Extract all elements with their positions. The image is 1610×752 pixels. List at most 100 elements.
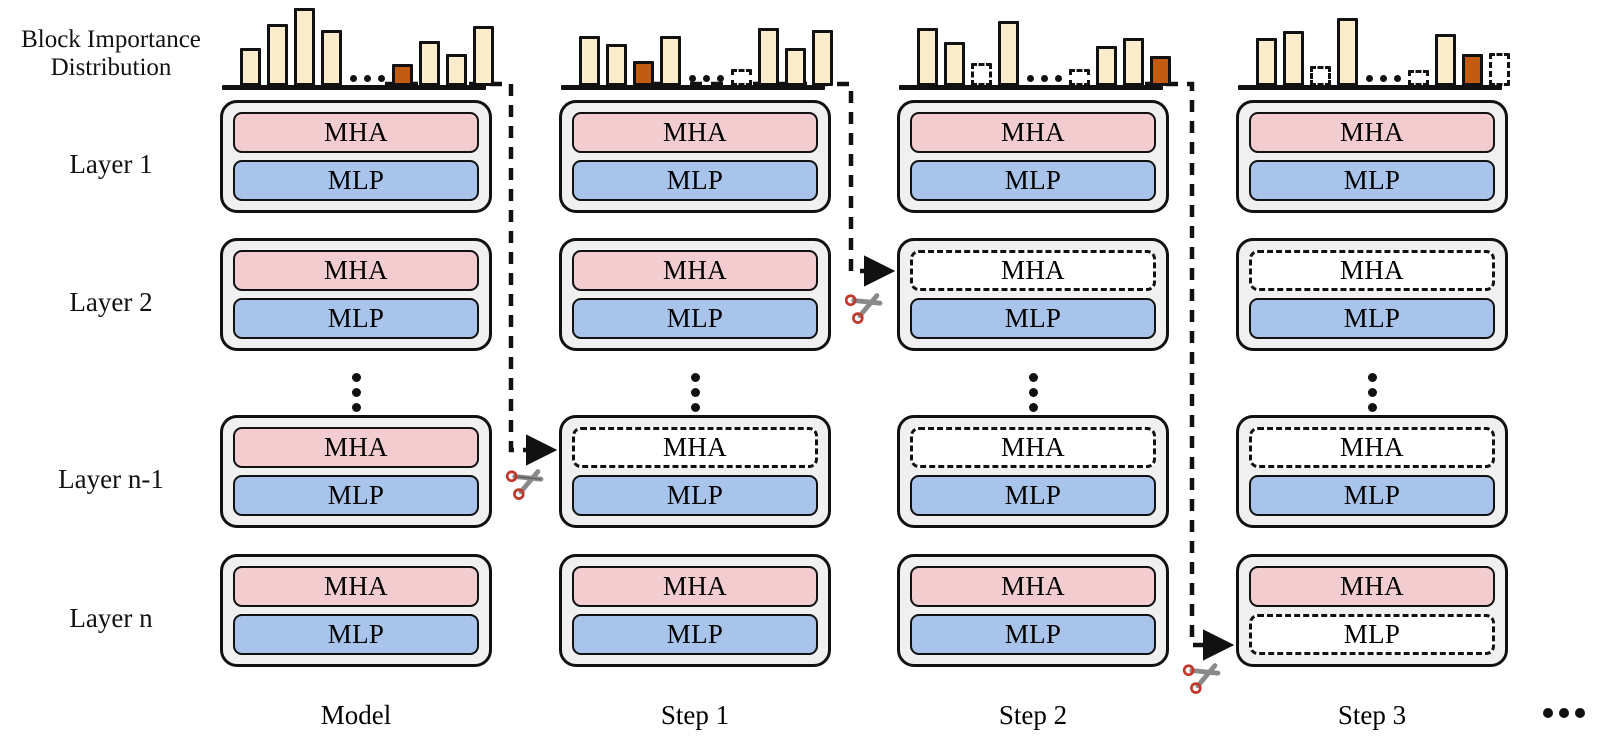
- histogram-step-1: [561, 4, 833, 90]
- row-label-layer-n: Layer n: [69, 603, 153, 633]
- histogram-bar-3-selected[interactable]: [633, 61, 654, 86]
- scissors-icon-step2: [845, 293, 883, 324]
- layer-block-layer-1-step-3[interactable]: MHA MLP: [1236, 100, 1508, 213]
- mlp-block-layer-2-model[interactable]: MLP: [233, 298, 479, 339]
- mha-block-layer-1-model[interactable]: MHA: [233, 112, 479, 153]
- mlp-block-layer-n-1-model[interactable]: MLP: [233, 475, 479, 516]
- mha-block-layer-1-step-1[interactable]: MHA: [572, 112, 818, 153]
- histogram-bar-1[interactable]: [1256, 38, 1277, 86]
- histogram-bar-9[interactable]: [473, 26, 494, 86]
- row-label-layer-1: Layer 1: [69, 149, 153, 179]
- histogram-bar-1[interactable]: [579, 36, 600, 86]
- mha-block-layer-n-step-3[interactable]: MHA: [1249, 566, 1495, 607]
- mha-block-layer-n-1-model[interactable]: MHA: [233, 427, 479, 468]
- mlp-block-layer-n-1-step-3[interactable]: MLP: [1249, 475, 1495, 516]
- histogram-bar-6-pruned[interactable]: [731, 69, 752, 86]
- mha-block-layer-n-model[interactable]: MHA: [233, 566, 479, 607]
- row-label-layer-n-1: Layer n-1: [58, 464, 164, 494]
- mlp-block-layer-1-step-1[interactable]: MLP: [572, 160, 818, 201]
- histogram-bar-4[interactable]: [660, 36, 681, 86]
- histogram-bar-1[interactable]: [240, 48, 261, 86]
- scissors-icon-step1: [506, 469, 544, 500]
- mha-block-layer-n-1-step-1-pruned[interactable]: MHA: [572, 427, 818, 468]
- layer-block-layer-n-1-model[interactable]: MHA MLP: [220, 415, 492, 528]
- vertical-ellipsis-step-1: [559, 373, 831, 412]
- histogram-bar-4[interactable]: [998, 21, 1019, 86]
- layer-block-layer-2-step-3[interactable]: MHA MLP: [1236, 238, 1508, 351]
- histogram-bar-2[interactable]: [1283, 31, 1304, 86]
- layer-block-layer-n-step-3[interactable]: MHA MLP: [1236, 554, 1508, 667]
- mlp-block-layer-1-model[interactable]: MLP: [233, 160, 479, 201]
- layer-block-layer-2-model[interactable]: MHA MLP: [220, 238, 492, 351]
- mha-block-layer-1-step-2[interactable]: MHA: [910, 112, 1156, 153]
- mlp-block-layer-1-step-3[interactable]: MLP: [1249, 160, 1495, 201]
- mlp-block-layer-n-step-3-pruned[interactable]: MLP: [1249, 614, 1495, 655]
- histogram-bar-7[interactable]: [419, 41, 440, 86]
- histogram-bar-6-selected[interactable]: [392, 64, 413, 86]
- layer-block-layer-1-step-1[interactable]: MHA MLP: [559, 100, 831, 213]
- histogram-bar-6-pruned[interactable]: [1408, 70, 1429, 86]
- histogram-bar-4[interactable]: [321, 30, 342, 86]
- mha-block-layer-2-model[interactable]: MHA: [233, 250, 479, 291]
- mlp-block-layer-n-1-step-1[interactable]: MLP: [572, 475, 818, 516]
- mlp-block-layer-2-step-2[interactable]: MLP: [910, 298, 1156, 339]
- histogram-baseline: [222, 85, 486, 90]
- vertical-ellipsis-step-3: [1236, 373, 1508, 412]
- histogram-step-3: [1238, 4, 1510, 90]
- mlp-block-layer-1-step-2[interactable]: MLP: [910, 160, 1156, 201]
- histogram-ellipsis: [1366, 75, 1401, 82]
- layer-block-layer-2-step-2[interactable]: MHA MLP: [897, 238, 1169, 351]
- mha-block-layer-2-step-2-pruned[interactable]: MHA: [910, 250, 1156, 291]
- histogram-bar-3-pruned[interactable]: [1310, 66, 1331, 86]
- mha-block-layer-n-step-1[interactable]: MHA: [572, 566, 818, 607]
- layer-block-layer-n-1-step-3[interactable]: MHA MLP: [1236, 415, 1508, 528]
- mha-block-layer-1-step-3[interactable]: MHA: [1249, 112, 1495, 153]
- block-importance-label-line1: Block Importance: [21, 26, 201, 53]
- mlp-block-layer-2-step-1[interactable]: MLP: [572, 298, 818, 339]
- histogram-bar-9-pruned[interactable]: [1489, 53, 1510, 86]
- mlp-block-layer-n-step-2[interactable]: MLP: [910, 614, 1156, 655]
- histogram-bar-4[interactable]: [1337, 18, 1358, 86]
- mlp-block-layer-n-model[interactable]: MLP: [233, 614, 479, 655]
- layer-block-layer-1-model[interactable]: MHA MLP: [220, 100, 492, 213]
- histogram-bar-8[interactable]: [785, 48, 806, 86]
- histogram-bar-9-selected[interactable]: [1150, 56, 1171, 86]
- layer-block-layer-n-model[interactable]: MHA MLP: [220, 554, 492, 667]
- histogram-bar-6-pruned[interactable]: [1069, 69, 1090, 86]
- histogram-bar-7[interactable]: [758, 28, 779, 86]
- histogram-bar-2[interactable]: [944, 42, 965, 86]
- column-caption-step-2: Step 2: [998, 700, 1068, 730]
- histogram-bar-7[interactable]: [1096, 46, 1117, 86]
- histogram-bar-2[interactable]: [606, 44, 627, 86]
- mha-block-layer-n-step-2[interactable]: MHA: [910, 566, 1156, 607]
- column-caption-model: Model: [320, 700, 392, 730]
- mha-block-layer-2-step-3-pruned[interactable]: MHA: [1249, 250, 1495, 291]
- layer-block-layer-n-step-1[interactable]: MHA MLP: [559, 554, 831, 667]
- mlp-block-layer-2-step-3[interactable]: MLP: [1249, 298, 1495, 339]
- layer-block-layer-n-1-step-2[interactable]: MHA MLP: [897, 415, 1169, 528]
- mha-block-layer-n-1-step-3-pruned[interactable]: MHA: [1249, 427, 1495, 468]
- layer-block-layer-n-1-step-1[interactable]: MHA MLP: [559, 415, 831, 528]
- histogram-bar-3-pruned[interactable]: [971, 63, 992, 86]
- histogram-bar-2[interactable]: [267, 24, 288, 86]
- layer-block-layer-1-step-2[interactable]: MHA MLP: [897, 100, 1169, 213]
- layer-block-layer-2-step-1[interactable]: MHA MLP: [559, 238, 831, 351]
- histogram-bar-1[interactable]: [917, 28, 938, 86]
- mha-block-layer-n-1-step-2-pruned[interactable]: MHA: [910, 427, 1156, 468]
- histogram-baseline: [1238, 85, 1502, 90]
- block-importance-label-line2: Distribution: [50, 54, 172, 81]
- histogram-bar-8[interactable]: [446, 54, 467, 86]
- column-caption-step-3: Step 3: [1337, 700, 1407, 730]
- mha-block-layer-2-step-1[interactable]: MHA: [572, 250, 818, 291]
- mlp-block-layer-n-step-1[interactable]: MLP: [572, 614, 818, 655]
- column-step-3: MHA MLP MHA MLP MHA MLP MHA MLP Step 3: [1228, 0, 1516, 752]
- layer-block-layer-n-step-2[interactable]: MHA MLP: [897, 554, 1169, 667]
- histogram-bar-9[interactable]: [812, 30, 833, 86]
- histogram-bar-3[interactable]: [294, 8, 315, 86]
- column-caption-step-1: Step 1: [660, 700, 730, 730]
- mlp-block-layer-n-1-step-2[interactable]: MLP: [910, 475, 1156, 516]
- histogram-bar-8[interactable]: [1123, 38, 1144, 86]
- histogram-bar-7[interactable]: [1435, 34, 1456, 86]
- histogram-bar-8-selected[interactable]: [1462, 54, 1483, 86]
